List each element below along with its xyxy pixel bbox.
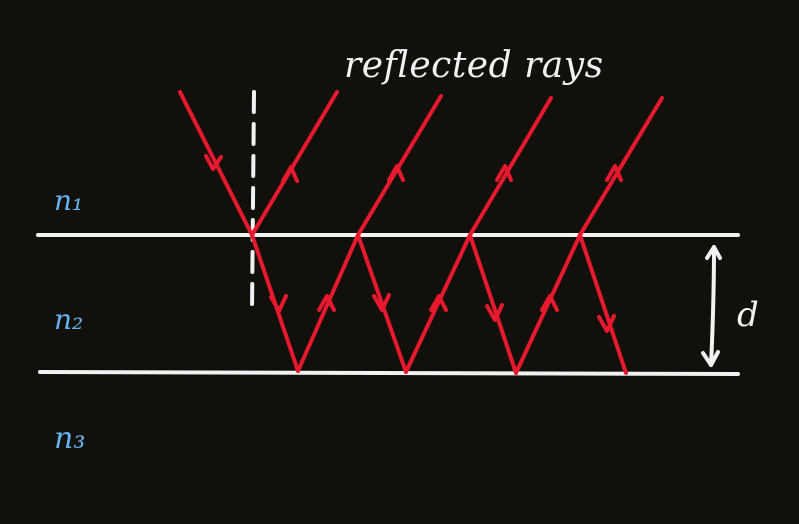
reflected-arrowhead-1-icon <box>281 165 299 183</box>
thickness-arrow-top-head <box>705 245 722 260</box>
reflected-ray-3 <box>468 96 553 237</box>
bottom-interface-line <box>38 370 740 376</box>
internal-ray-2-down <box>356 233 408 374</box>
internal-ray-4-down <box>578 233 628 375</box>
thickness-label: d <box>737 295 759 335</box>
reflected-arrowhead-4-icon <box>605 164 623 182</box>
reflected-rays-label: reflected rays <box>344 45 604 86</box>
internal-down-arrowhead-4-icon <box>597 314 616 333</box>
internal-ray-3-down <box>468 233 518 375</box>
incident-arrowhead-icon <box>204 154 223 171</box>
medium-label-n3: n₃ <box>54 421 85 456</box>
internal-down-arrowhead-2-icon <box>372 293 391 312</box>
internal-down-arrowhead-1-icon <box>269 294 288 313</box>
internal-up-arrowhead-2-icon <box>429 294 448 312</box>
internal-up-arrowhead-3-icon <box>540 294 559 312</box>
reflected-arrowhead-2-icon <box>387 164 405 182</box>
ray-arrowheads <box>204 154 623 333</box>
ray-paths <box>178 90 664 375</box>
internal-ray-2-up <box>404 233 472 374</box>
internal-ray-1-up <box>296 233 360 373</box>
medium-label-n2: n₂ <box>54 303 83 336</box>
normal-dashed-line <box>250 90 256 314</box>
medium-label-n1: n₁ <box>54 184 83 217</box>
thickness-arrow-bottom-head <box>701 350 720 367</box>
reflected-ray-1 <box>250 90 339 237</box>
internal-ray-3-up <box>514 233 582 375</box>
reflected-arrowhead-3-icon <box>495 164 513 182</box>
thickness-arrow-shaft <box>709 245 716 367</box>
reflected-ray-2 <box>356 94 443 237</box>
reflected-ray-4 <box>578 96 664 237</box>
internal-up-arrowhead-1-icon <box>317 294 336 312</box>
internal-down-arrowhead-3-icon <box>485 303 504 322</box>
thickness-double-arrow-icon <box>701 245 722 367</box>
